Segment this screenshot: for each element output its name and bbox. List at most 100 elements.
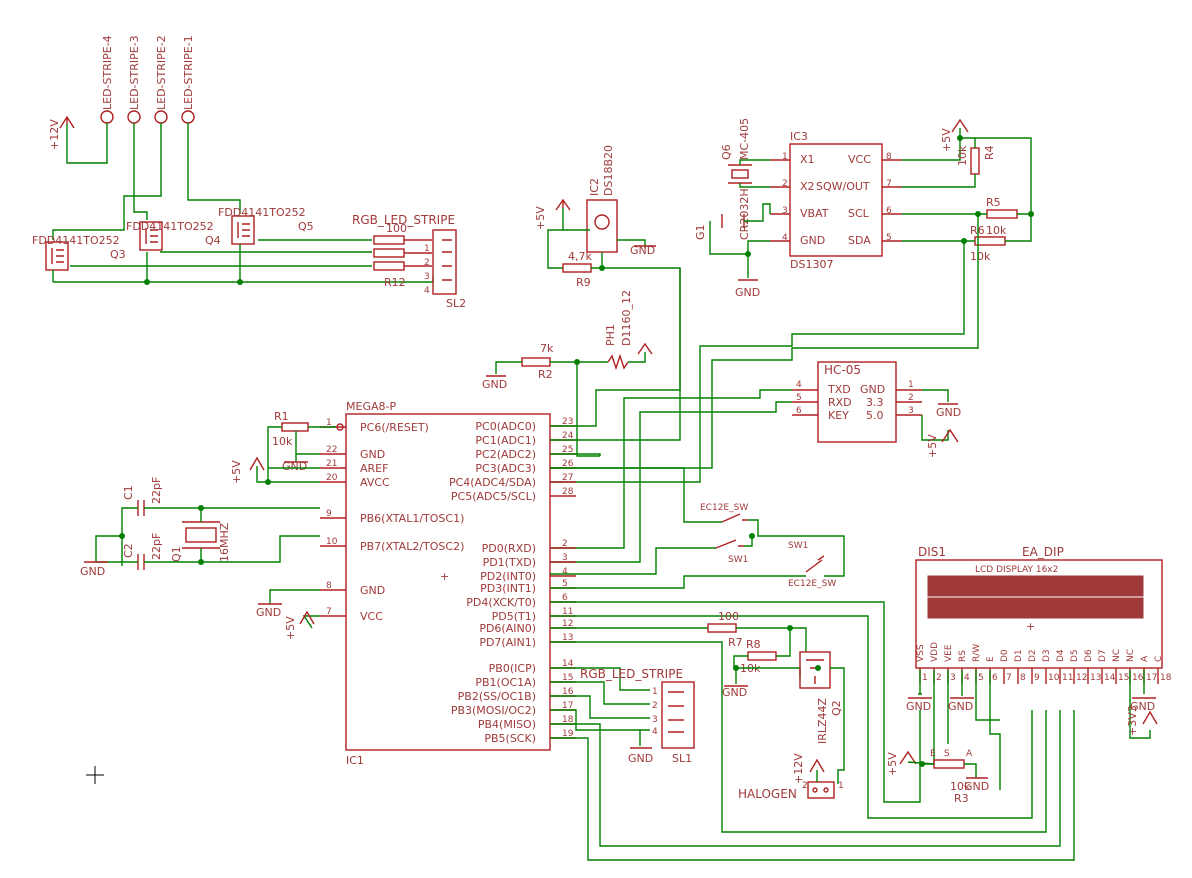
- r9-value: 4,7k: [568, 250, 592, 263]
- hc05-5v: +5V: [926, 434, 939, 458]
- mcu-pin-number: 28: [562, 487, 574, 497]
- mcu-pin-number: 5: [562, 579, 568, 589]
- battery-g1: G1 CR2032H GND: [694, 188, 771, 299]
- lcd-pin-number: 5: [978, 673, 984, 683]
- lcd-pin-number: 11: [1062, 673, 1073, 683]
- svg-text:2: 2: [652, 701, 658, 711]
- lcd-char-cell: [954, 597, 982, 619]
- q1-name: Q1: [170, 546, 183, 562]
- mcu-pin-number: 27: [562, 473, 573, 483]
- svg-text:5: 5: [886, 233, 892, 243]
- mcu-pin-number: 17: [562, 701, 573, 711]
- mcu-pin-number: 9: [326, 509, 332, 519]
- r1-gnd: GND: [282, 460, 307, 473]
- rtc-name: IC3: [790, 130, 808, 143]
- mcu-pin-name: PD4(XCK/T0): [466, 596, 536, 609]
- svg-text:GND: GND: [860, 383, 885, 396]
- lcd-pin-name: D5: [1070, 649, 1080, 662]
- svg-text:VCC: VCC: [848, 153, 871, 166]
- sw-label-bottom: EC12E_SW: [788, 579, 836, 589]
- q6-part: MC-405: [738, 118, 751, 160]
- rtc-pullups: +5V 10k R4 R5 10k R6 10k: [550, 118, 1034, 483]
- lcd-char-cell: [1116, 597, 1144, 619]
- led-stripe-1-label: LED-STRIPE-1: [182, 35, 195, 110]
- mcu-pin-number: 16: [562, 687, 574, 697]
- lcd-pin-number: 14: [1104, 673, 1116, 683]
- mcu-pin-name: VCC: [360, 610, 383, 623]
- lcd-char-cell: [981, 575, 1009, 597]
- connector-sl2: RGB_LED_STRIPE 1 2 3 4 SL2: [352, 213, 466, 310]
- sensor-ic2: IC2 DS18B20 GND: [586, 145, 656, 257]
- lcd-part: EA_DIP: [1022, 545, 1064, 559]
- sw1-name-a: SW1: [728, 555, 748, 565]
- svg-text:KEY: KEY: [828, 409, 849, 422]
- halogen-name: HALOGEN: [738, 787, 797, 801]
- q6-name: Q6: [720, 144, 733, 160]
- r12-name: R12: [384, 276, 406, 289]
- q1-value: 16MHZ: [218, 522, 231, 562]
- mcu-pin-name: PB5(SCK): [484, 732, 536, 745]
- svg-text:RXD: RXD: [828, 396, 852, 409]
- cursor-crosshair: [86, 766, 104, 784]
- mosfet-q3-part: FDD4141TO252: [126, 220, 214, 233]
- r7-value: 100: [718, 610, 739, 623]
- mcu-pin-name: PD5(T1): [492, 610, 536, 623]
- lcd-pin-name: D3: [1042, 649, 1052, 662]
- led-stripe-3-label: LED-STRIPE-3: [128, 35, 141, 110]
- svg-text:1: 1: [652, 687, 658, 697]
- mcu-5v-bottom: +5V: [284, 616, 297, 640]
- lcd-title: LCD DISPLAY 16x2: [975, 565, 1058, 575]
- mcu-pin-number: 13: [562, 633, 573, 643]
- mosfet-q5-name: Q5: [298, 220, 314, 233]
- r9-name: R9: [576, 276, 591, 289]
- halogen-12v: +12V: [792, 753, 805, 784]
- mcu-pin-name: PB6(XTAL1/TOSC1): [360, 512, 464, 525]
- mcu-pin-number: 22: [326, 445, 337, 455]
- mosfet-q4: FDD4141TO252 Q4 Q5: [205, 206, 314, 247]
- lcd-char-cell: [1035, 575, 1063, 597]
- lcd-char-cell: [927, 597, 955, 619]
- lcd-char-cell: [1062, 575, 1090, 597]
- g1-name: G1: [694, 224, 707, 240]
- mcu-pin-name: PC1(ADC1): [475, 434, 536, 447]
- mcu-pin-number: 19: [562, 729, 574, 739]
- lcd-cells: [927, 575, 1144, 619]
- svg-text:X2: X2: [800, 180, 815, 193]
- c1-name: C1: [122, 485, 135, 500]
- lcd-pin-name: D6: [1084, 649, 1094, 662]
- svg-text:2: 2: [782, 179, 788, 189]
- svg-text:1: 1: [838, 781, 844, 791]
- r12-value: 100: [386, 222, 407, 235]
- r4-value: 10k: [956, 145, 969, 166]
- r2-gnd: GND: [482, 378, 507, 391]
- svg-text:1: 1: [908, 380, 914, 390]
- svg-text:SDA: SDA: [848, 234, 871, 247]
- ph1-part: D1160_12: [620, 290, 633, 346]
- mcu-pin-number: 21: [326, 459, 337, 469]
- r3-value: 10k: [950, 780, 971, 793]
- svg-text:3: 3: [782, 206, 788, 216]
- ic2-part: DS18B20: [602, 145, 615, 196]
- mcu-pin-number: 24: [562, 431, 574, 441]
- svg-text:5.0: 5.0: [866, 409, 884, 422]
- r7-name: R7: [728, 636, 743, 649]
- led-stripe-4-label: LED-STRIPE-4: [101, 35, 114, 110]
- mcu-pin-name: PD0(RXD): [482, 542, 536, 555]
- svg-text:4: 4: [782, 233, 788, 243]
- svg-text:SCL: SCL: [848, 207, 870, 220]
- mcu-pin-number: 3: [562, 553, 568, 563]
- lcd-pin-name: D4: [1056, 649, 1066, 662]
- mcu-pin-name: GND: [360, 584, 385, 597]
- mcu-pin-name: PC2(ADC2): [475, 448, 536, 461]
- rtc-5v: +5V: [940, 128, 953, 152]
- resistor-r1: R1 10k GND +5V: [230, 410, 336, 485]
- encoder-switch: EC12E_SW SW1 SW1 EC12E_SW: [550, 467, 845, 589]
- mosfet-left-part: FDD4141TO252: [32, 234, 120, 247]
- svg-text:8: 8: [886, 152, 892, 162]
- sw-label-top: EC12E_SW: [700, 503, 748, 513]
- mcu-pin-number: 26: [562, 459, 574, 469]
- lcd-char-cell: [954, 575, 982, 597]
- mcu-pin-number: 4: [562, 567, 568, 577]
- ic2-supply: +5V 4,7k R9: [534, 198, 681, 441]
